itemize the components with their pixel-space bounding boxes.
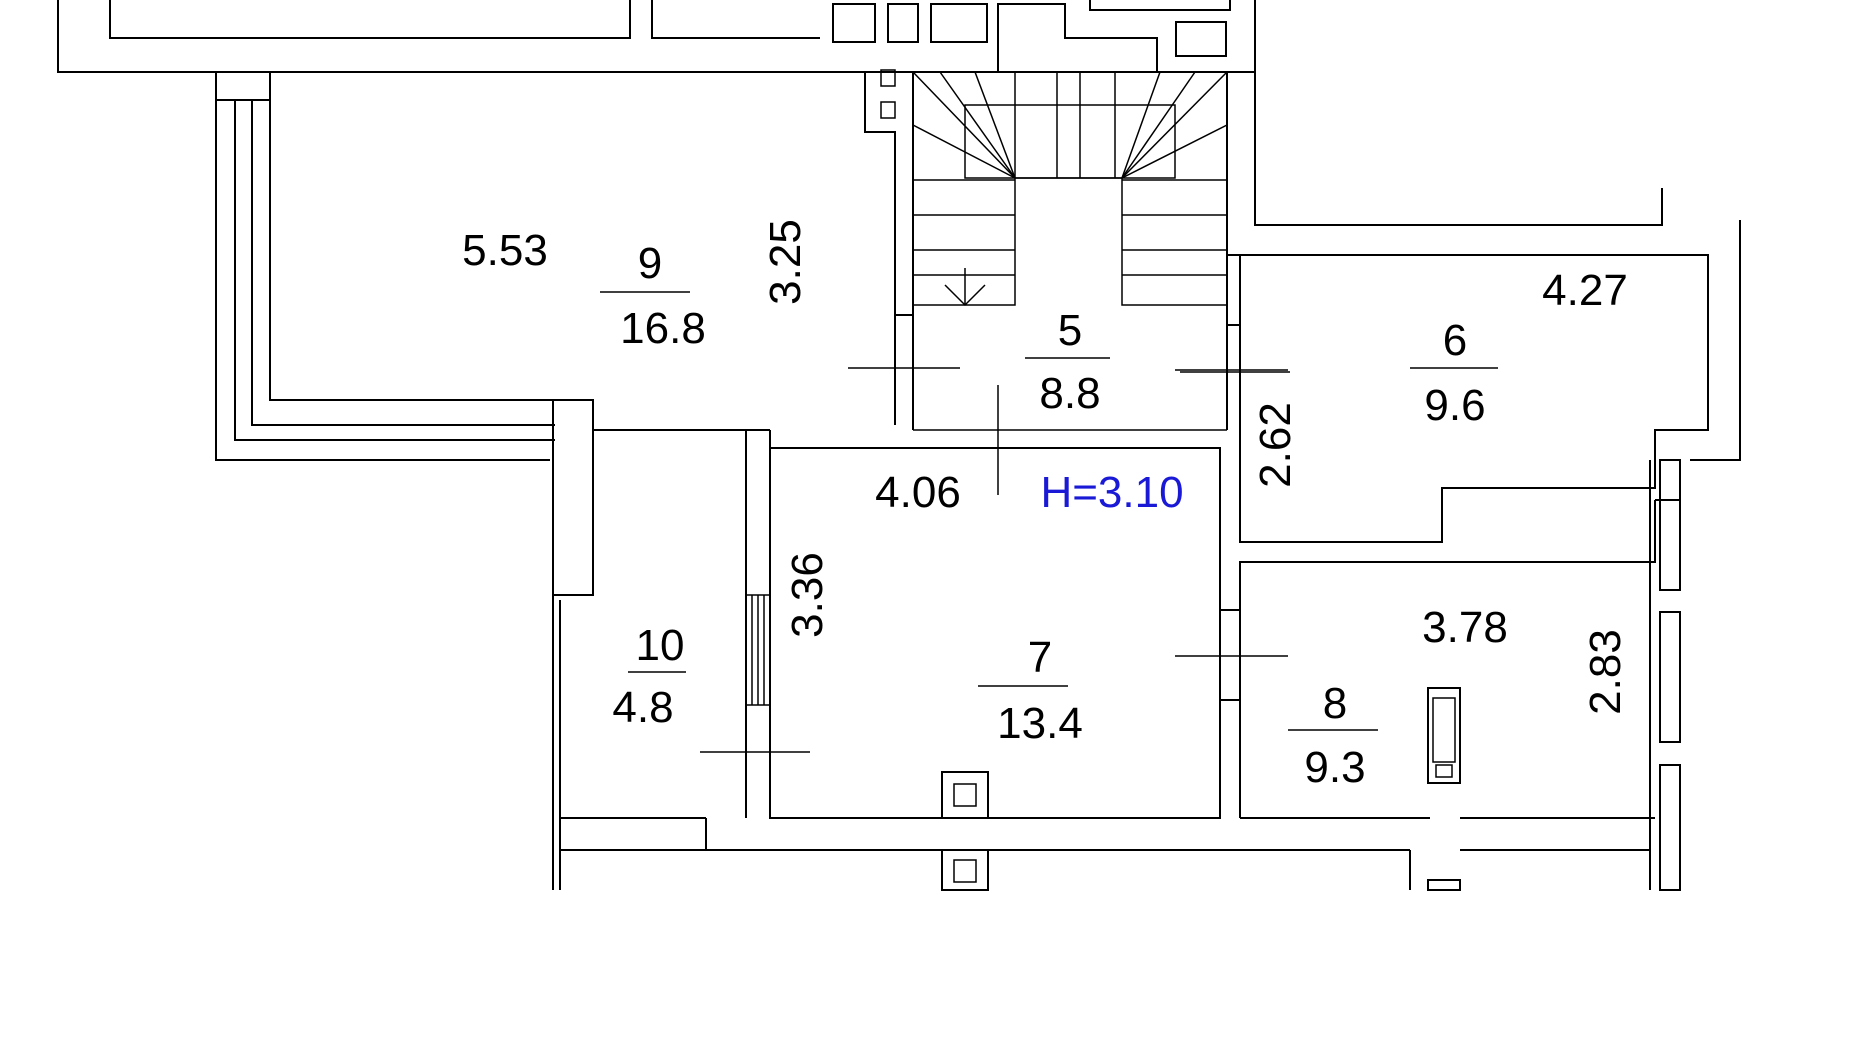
room-9-number: 9 (638, 239, 662, 288)
room-10-number: 10 (636, 621, 685, 670)
bottom-wall-strip (706, 849, 1650, 891)
room-8-width: 2.83 (1581, 629, 1630, 715)
room-7-number: 7 (1028, 633, 1052, 682)
room-6-width: 2.62 (1251, 402, 1300, 488)
room-9-width: 3.25 (761, 219, 810, 305)
room-7-area: 13.4 (997, 699, 1083, 748)
room-6-number: 6 (1443, 316, 1467, 365)
left-balcony-frame (215, 72, 555, 461)
room-9-area: 16.8 (620, 304, 706, 353)
room-9-length: 5.53 (462, 226, 548, 275)
room-7-length: 4.06 (875, 468, 961, 517)
ceiling-height-label: H=3.10 (1040, 468, 1183, 517)
top-wall-strip (57, 0, 1256, 73)
staircase (912, 71, 1290, 495)
room-6-length: 4.27 (1542, 266, 1628, 315)
room-8-number: 8 (1323, 679, 1347, 728)
room-5-number: 5 (1058, 306, 1082, 355)
room-6-walls (1175, 0, 1741, 543)
room-10-walls (552, 399, 810, 890)
room-5-area: 8.8 (1039, 369, 1100, 418)
right-window-strip (1649, 459, 1681, 891)
room-8-area: 9.3 (1304, 743, 1365, 792)
room-9-walls (270, 69, 960, 425)
room-7-width: 3.36 (783, 552, 832, 638)
room-10-area: 4.8 (612, 683, 673, 732)
room-8-length: 3.78 (1422, 603, 1508, 652)
room-6-area: 9.6 (1424, 381, 1485, 430)
